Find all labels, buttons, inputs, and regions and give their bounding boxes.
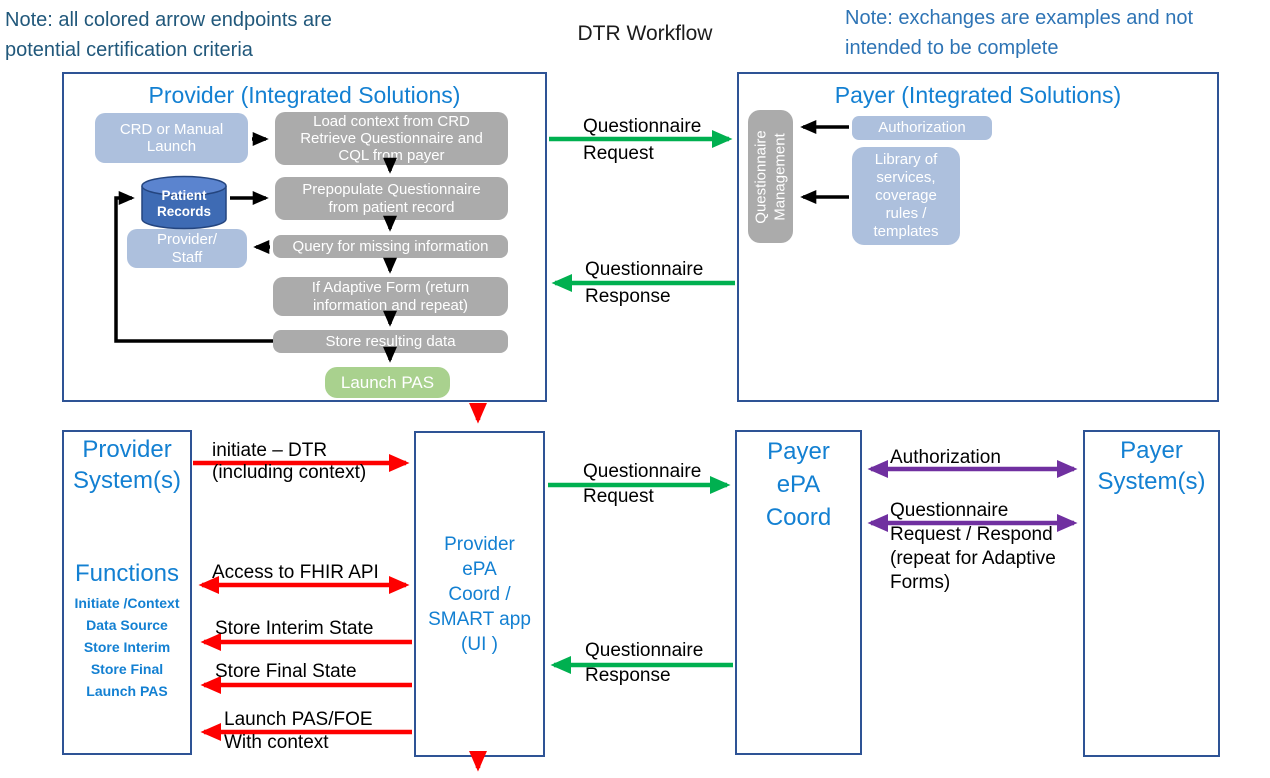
- payer-panel-title: Payer (Integrated Solutions): [834, 82, 1122, 108]
- node-library: Library of services, coverage rules / te…: [852, 147, 960, 245]
- node-questionnaire-management: [748, 110, 793, 243]
- node-provider-staff: Provider/ Staff: [127, 229, 247, 268]
- page-title: DTR Workflow: [577, 22, 713, 45]
- label-questionnaire-response-top: Questionnaire Response: [585, 259, 704, 307]
- function-item: Store Final: [90, 661, 164, 677]
- node-if-adaptive-form: If Adaptive Form (return information and…: [273, 277, 508, 316]
- label-access-fhir: Access to FHIR API: [212, 562, 379, 583]
- note-left: Note: all colored arrow endpoints are po…: [5, 9, 332, 61]
- functions-list: Initiate /Context Data Source Store Inte…: [62, 592, 192, 702]
- node-load-context: Load context from CRD Retrieve Questionn…: [275, 112, 508, 165]
- payer-system-box: [1083, 430, 1220, 757]
- label-store-interim: Store Interim State: [215, 618, 374, 639]
- provider-panel-title: Provider (Integrated Solutions): [148, 82, 461, 108]
- label-initiate-dtr: initiate – DTR (including context): [212, 440, 367, 483]
- node-prepopulate: Prepopulate Questionnaire from patient r…: [275, 177, 508, 220]
- function-item: Store Interim: [83, 639, 171, 655]
- label-authorization-bottom: Authorization: [890, 447, 1001, 468]
- functions-heading: Functions: [74, 560, 180, 587]
- label-questionnaire-request-top: Questionnaire Request: [583, 116, 702, 164]
- function-item: Initiate /Context: [74, 595, 180, 611]
- label-launch-pas-foe: Launch PAS/FOE With context: [224, 709, 373, 753]
- payer-epa-coord-label: Payer ePA Coord: [765, 438, 832, 531]
- questionnaire-management-label: Questionnaire Management: [752, 130, 789, 224]
- function-item: Launch PAS: [86, 683, 168, 699]
- label-questionnaire-repeat: Questionnaire Request / Respond (repeat …: [890, 500, 1056, 593]
- note-right: Note: exchanges are examples and not int…: [845, 7, 1193, 59]
- function-item: Data Source: [86, 617, 168, 633]
- node-query-missing-info: Query for missing information: [273, 235, 508, 258]
- node-store-resulting-data: Store resulting data: [273, 330, 508, 353]
- label-questionnaire-response-bottom: Questionnaire Response: [585, 640, 704, 686]
- node-authorization: Authorization: [852, 116, 992, 140]
- node-crd-or-manual-launch: CRD or Manual Launch: [95, 113, 248, 163]
- payer-system-label: Payer System(s): [1097, 437, 1206, 495]
- provider-epa-coord-label: Provider ePA Coord / SMART app (UI ): [428, 534, 531, 655]
- node-launch-pas: Launch PAS: [325, 367, 450, 398]
- label-questionnaire-request-bottom: Questionnaire Request: [583, 461, 702, 507]
- provider-system-box: [62, 430, 192, 755]
- patient-records-label: Patient Records: [156, 188, 212, 219]
- provider-system-title: Provider System(s): [73, 436, 181, 494]
- label-store-final: Store Final State: [215, 661, 357, 682]
- payer-epa-coord-box: [735, 430, 862, 755]
